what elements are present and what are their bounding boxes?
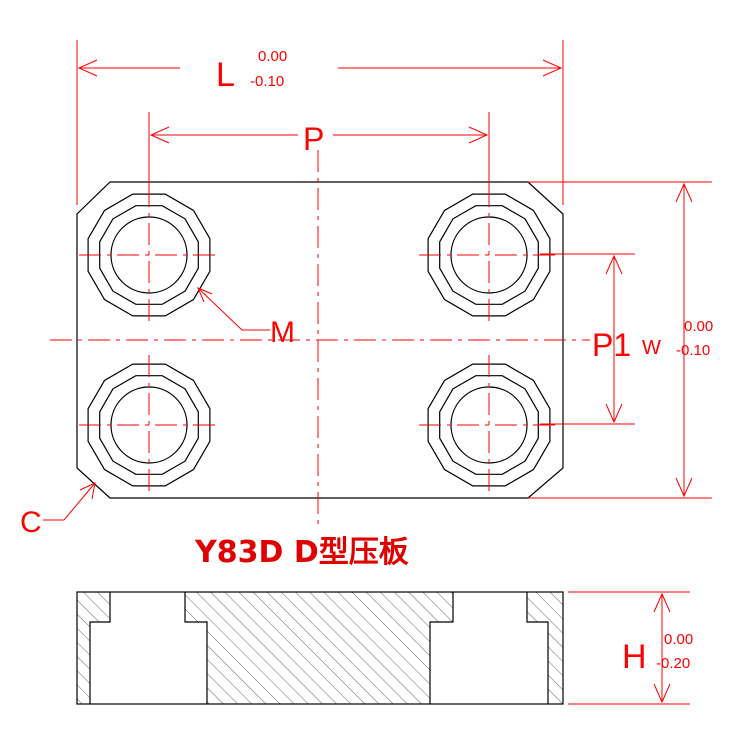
counterbore-hole-top-right <box>419 185 559 325</box>
label-H: H <box>622 638 647 676</box>
label-L-tol-lower: -0.10 <box>250 73 284 90</box>
label-L: L <box>216 56 235 94</box>
label-L-tol-upper: 0.00 <box>258 48 287 65</box>
label-C: C <box>20 506 42 539</box>
dimension-H: H 0.00 -0.20 <box>568 591 693 705</box>
label-P1: P1 <box>592 327 631 363</box>
dimension-L: L 0.00 -0.10 <box>76 40 564 205</box>
counterbore-hole-bottom-right <box>419 355 559 495</box>
dimension-P1: P1 <box>540 253 635 425</box>
counterbore-hole-top-left <box>79 185 219 325</box>
counterbore-outer-edge <box>87 193 211 317</box>
section-hatch <box>77 592 563 704</box>
counterbore-outer-edge <box>427 193 551 317</box>
label-P: P <box>303 121 324 157</box>
label-W-tol-lower: -0.10 <box>676 342 710 359</box>
label-W-tol-upper: 0.00 <box>684 318 713 335</box>
leader-C: C <box>20 482 96 539</box>
counterbore-inner-edge <box>439 375 539 475</box>
label-M: M <box>270 316 295 349</box>
counterbore-inner-edge <box>439 205 539 305</box>
label-H-tol-upper: 0.00 <box>664 631 693 648</box>
plate-section-view <box>76 591 564 705</box>
counterbore-hole-bottom-left <box>79 355 219 495</box>
dimension-P: P <box>148 112 490 188</box>
counterbore-inner-edge <box>99 375 199 475</box>
leader-M: M <box>197 287 295 349</box>
counterbore-outer-edge <box>87 363 211 487</box>
label-H-tol-lower: -0.20 <box>656 655 690 672</box>
dimension-W: W 0.00 -0.10 <box>528 181 713 499</box>
counterbore-outer-edge <box>427 363 551 487</box>
counterbore-inner-edge <box>99 205 199 305</box>
drawing-title: Y83D D型压板 <box>194 535 409 570</box>
label-W: W <box>642 337 661 359</box>
